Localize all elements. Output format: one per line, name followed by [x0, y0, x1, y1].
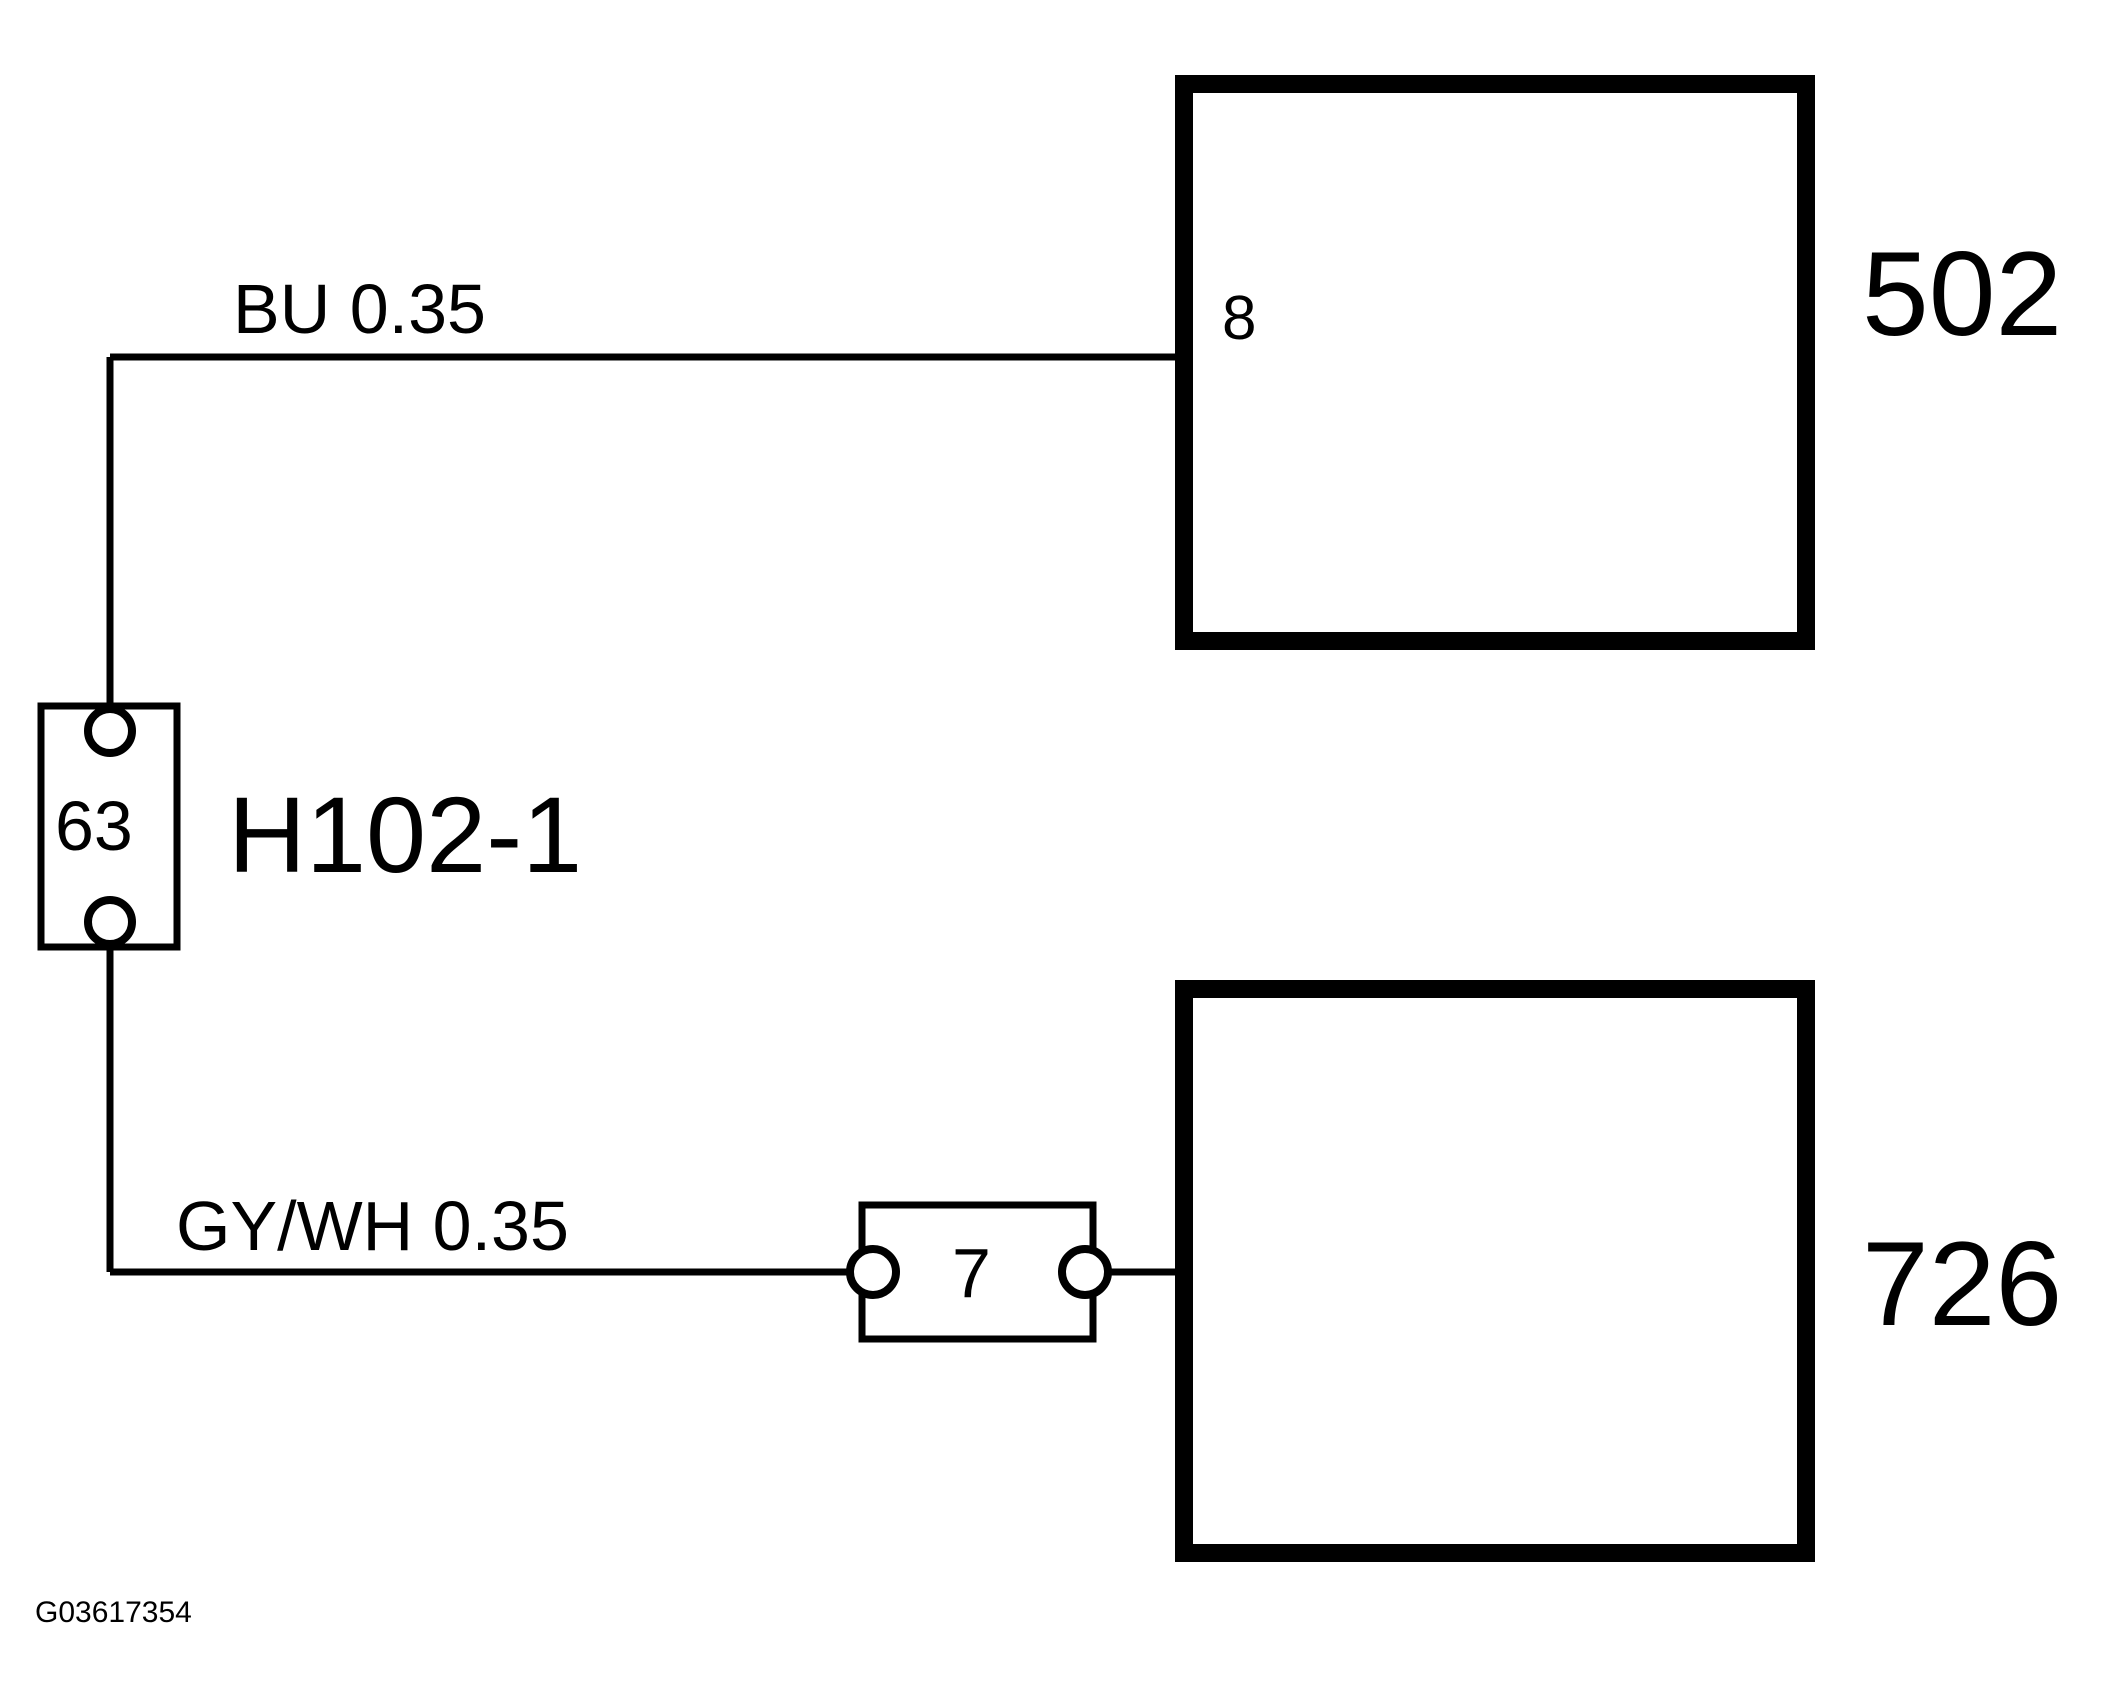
wire-run-bu — [106, 353, 1205, 706]
module-id-726: 726 — [1862, 1217, 2062, 1351]
harness-connector-name: H102-1 — [228, 774, 582, 895]
module-id-502: 502 — [1862, 227, 2062, 361]
harness-connector-pin-number: 63 — [55, 787, 133, 865]
diagram-reference-code: G03617354 — [35, 1596, 192, 1629]
harness-connector-bottom-pin-icon — [84, 896, 136, 948]
module-box-502[interactable] — [1175, 75, 1815, 650]
inline-connector-pin-number: 7 — [952, 1234, 991, 1312]
inline-connector-left-pin-icon — [846, 1245, 900, 1299]
inline-connector-right-pin-icon — [1058, 1245, 1112, 1299]
harness-connector-top-pin-icon — [84, 705, 136, 757]
wire-label-gywh: GY/WH 0.35 — [176, 1187, 569, 1265]
wire-label-bu: BU 0.35 — [233, 270, 486, 348]
module-502-pin-label: 8 — [1222, 284, 1256, 353]
module-box-726[interactable] — [1175, 980, 1815, 1562]
